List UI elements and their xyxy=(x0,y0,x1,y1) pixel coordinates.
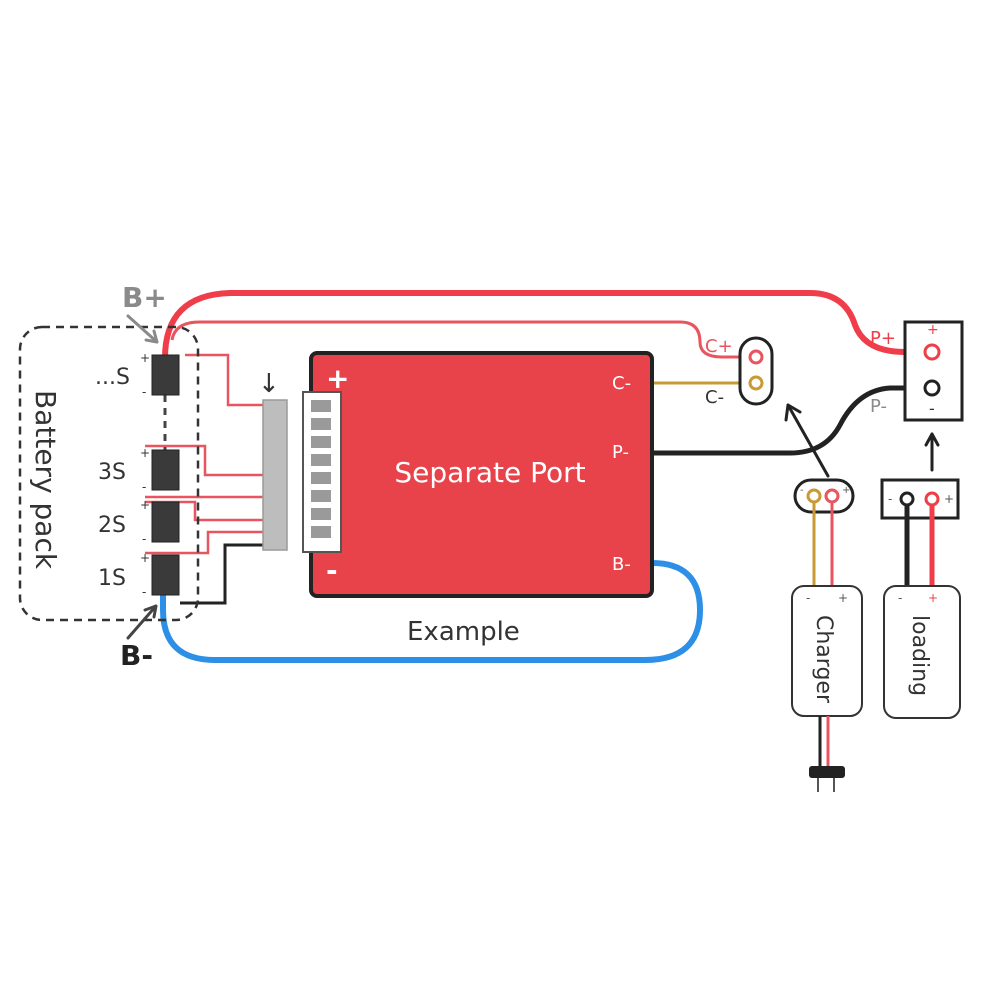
b-plus-label: B+ xyxy=(122,281,167,314)
cell-ns-label: ...S xyxy=(95,365,130,390)
p-plus-label: P+ xyxy=(870,328,896,349)
charger-mains-plug xyxy=(809,766,845,778)
loading-arrow xyxy=(924,432,940,472)
battery-pack-outline xyxy=(18,325,200,622)
board-port-c-minus: C- xyxy=(612,373,631,394)
battery-cells: ...S + - 3S + - 2S + - 1S + - xyxy=(95,351,180,599)
board-plus: + xyxy=(326,362,349,395)
loading-box xyxy=(883,585,961,719)
balance-connector xyxy=(262,399,288,551)
output-port-plus-mark: + xyxy=(927,322,939,338)
loading-plug xyxy=(880,478,960,520)
output-port-p-minus-terminal xyxy=(923,379,941,397)
charge-port-c-plus-terminal xyxy=(748,349,764,365)
battery-pack-label: Battery pack xyxy=(29,390,62,570)
charger-plug-minus-terminal xyxy=(806,488,822,504)
cell-3s: 3S + - xyxy=(98,446,180,494)
cell-1s-minus: - xyxy=(142,585,146,599)
output-port xyxy=(903,320,964,422)
charger-plug xyxy=(793,478,855,514)
loading-plug-plus: + xyxy=(944,492,954,506)
output-port-p-plus-terminal xyxy=(923,343,941,361)
cell-3s-label: 3S xyxy=(98,460,126,485)
output-port-minus-mark: - xyxy=(929,399,935,418)
loading-minus: - xyxy=(898,591,902,605)
cell-ns-plus: + xyxy=(140,351,150,365)
board-port-b-minus: B- xyxy=(612,554,631,575)
p-minus-label: P- xyxy=(870,396,887,417)
loading-plug-plus-terminal xyxy=(924,491,940,507)
cell-1s: 1S + - xyxy=(98,551,180,599)
charger-plug-plus: + xyxy=(842,485,850,496)
board-minus: - xyxy=(326,554,338,587)
board-title: Separate Port xyxy=(394,456,585,489)
cell-2s-label: 2S xyxy=(98,513,126,538)
b-minus-pointer-arrow xyxy=(126,604,158,640)
charge-port-c-minus-terminal xyxy=(748,375,764,391)
loading-plug-minus: - xyxy=(888,492,892,506)
cell-3s-plus: + xyxy=(140,446,150,460)
cell-2s-minus: - xyxy=(142,532,146,546)
b-plus-to-c-plus-wire xyxy=(170,320,755,359)
cell-ns-minus: - xyxy=(142,385,146,399)
loading-label: loading xyxy=(907,615,932,696)
c-plus-label: C+ xyxy=(705,336,733,357)
loading-plus: + xyxy=(928,591,938,605)
charger-plug-minus: - xyxy=(800,485,804,496)
b-minus-label: B- xyxy=(120,639,153,672)
charger-label: Charger xyxy=(811,615,836,704)
board-socket-pins xyxy=(311,400,331,538)
charger-minus: - xyxy=(806,591,810,605)
charger-plug-plus-terminal xyxy=(824,488,840,504)
example-caption: Example xyxy=(407,617,520,647)
balance-connector-arrow: ↓ xyxy=(258,369,280,399)
b-minus-wire xyxy=(160,560,704,663)
cell-2s: 2S + - xyxy=(98,498,180,546)
loading-plug-minus-terminal xyxy=(899,491,915,507)
cell-1s-plus: + xyxy=(140,551,150,565)
p-minus-wire xyxy=(652,385,932,456)
cell-3s-minus: - xyxy=(142,480,146,494)
cell-1s-label: 1S xyxy=(98,566,126,591)
charge-port xyxy=(738,336,774,406)
cell-2s-plus: + xyxy=(140,498,150,512)
board-port-p-minus: P- xyxy=(612,442,629,463)
charger-plus: + xyxy=(838,591,848,605)
b-plus-pointer-arrow xyxy=(126,314,159,344)
b-plus-to-p-plus-wire xyxy=(162,290,928,361)
charger-arrow xyxy=(784,403,830,478)
cell-ns: ...S + - xyxy=(95,351,180,399)
c-minus-label: C- xyxy=(705,387,724,408)
